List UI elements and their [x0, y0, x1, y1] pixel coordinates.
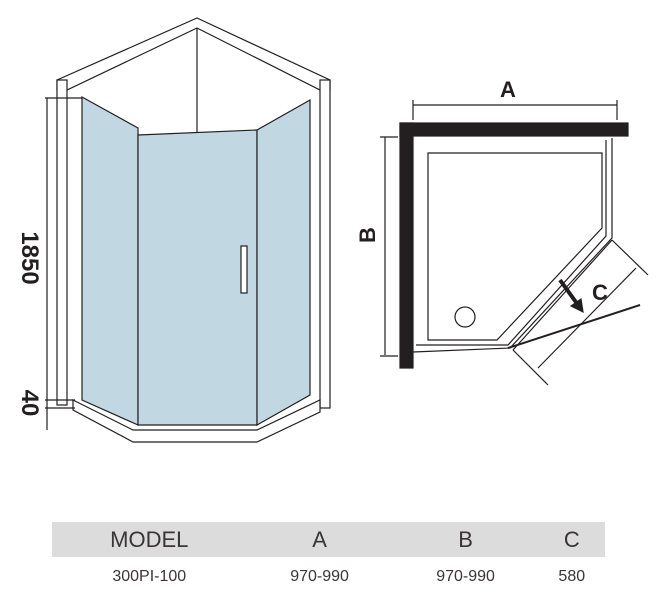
cell-c: 580: [558, 568, 586, 585]
header-b: B: [392, 522, 539, 557]
depth-dimension-label: B: [355, 227, 380, 243]
diagram-drawings: 1850 40 A B C: [16, 17, 649, 443]
left-glass-panel: [81, 95, 139, 426]
height-dimension-label: 1850: [16, 231, 43, 284]
cell-b: 970-990: [436, 568, 495, 585]
shower-tray: [72, 399, 321, 443]
door-glass-panel[interactable]: [137, 129, 258, 426]
table-header-row: MODEL A B C: [52, 522, 605, 557]
door-handle[interactable]: [240, 245, 248, 294]
front-view-drawing: [45, 17, 331, 443]
drain-icon: [454, 306, 476, 328]
header-model: MODEL: [52, 522, 247, 557]
wall-top: [399, 122, 629, 137]
door-dimension-label: C: [592, 280, 608, 305]
width-dimension-label: A: [500, 77, 516, 102]
header-c: C: [538, 522, 605, 557]
spec-table: MODEL A B C 300PI-100 970-990 970-990 58…: [52, 522, 605, 597]
header-a: A: [246, 522, 393, 557]
wall-left: [399, 122, 414, 369]
cell-a: 970-990: [290, 568, 349, 585]
right-glass-panel: [256, 98, 311, 427]
cell-model: 300PI-100: [112, 568, 187, 585]
plan-view-drawing: [380, 100, 649, 386]
table-row: 300PI-100 970-990 970-990 580: [52, 557, 605, 597]
base-dimension-label: 40: [16, 390, 43, 417]
